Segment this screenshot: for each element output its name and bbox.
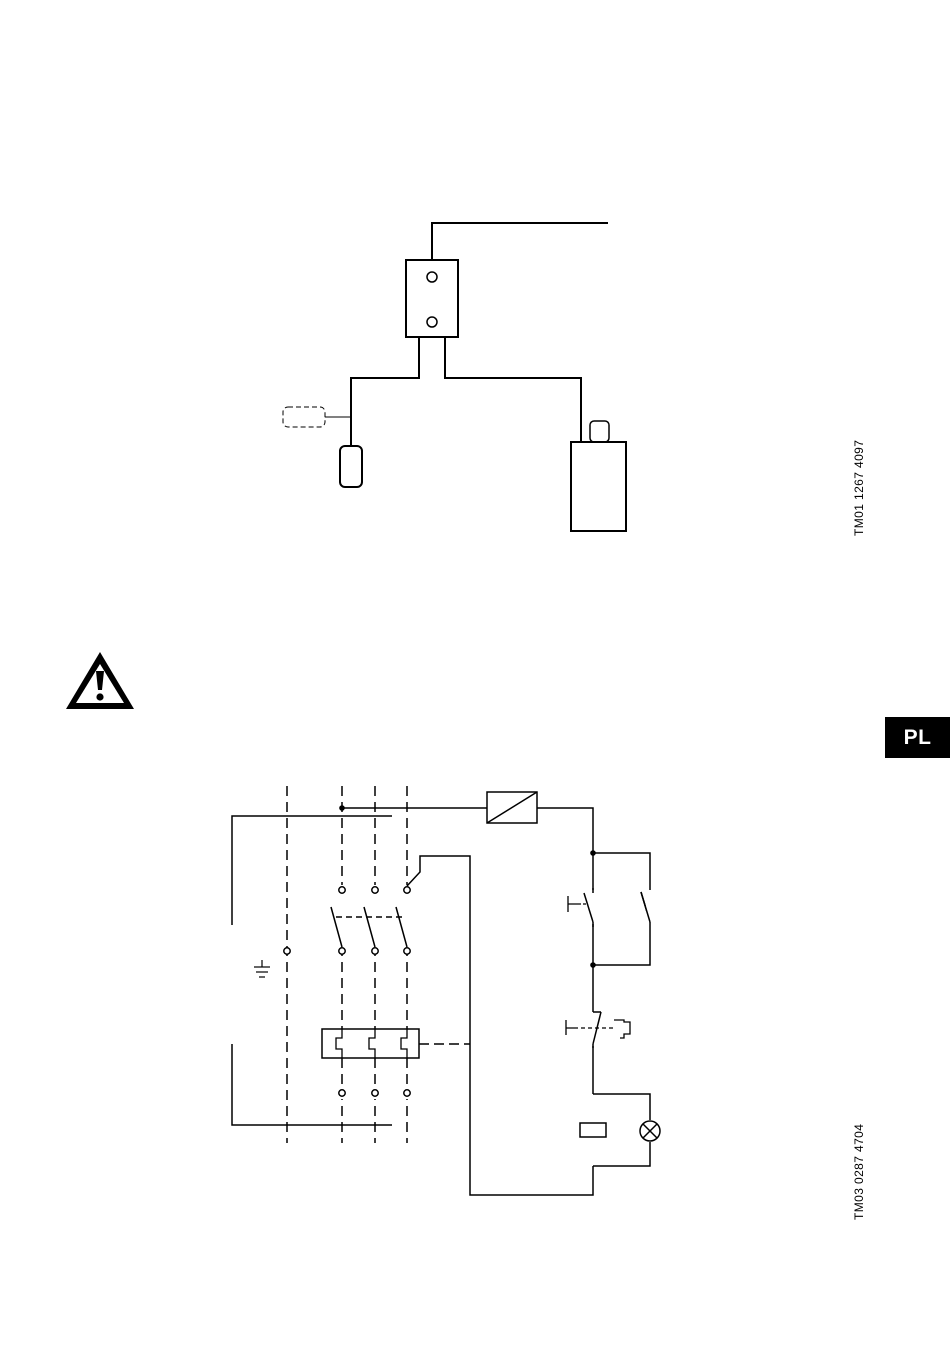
terminal-bottom [427,317,437,327]
cable-to-float-switch [351,337,419,446]
holding-contact-circuit [593,853,650,965]
pump-body [571,442,626,531]
terminal-top [427,272,437,282]
warning-triangle-icon [66,652,134,709]
junction-dot-bottom [590,962,596,968]
stop-button [566,1008,630,1048]
figure-motor-starter-schematic [232,786,660,1195]
supply-cable [432,223,608,260]
motor-terminals [338,1088,411,1099]
indicator-lamp-icon [640,1121,660,1141]
figure-2-reference-code: TM03 0287 4704 [852,1124,866,1220]
junction-dot-top [590,850,596,856]
contactor-main-contacts [284,885,411,954]
figure-1-reference-code: TM01 1267 4097 [852,440,866,536]
language-tab: PL [885,717,950,758]
earth-icon [254,960,270,977]
enclosure-bracket [232,816,392,1125]
float-switch-alternative-position [283,407,325,427]
junction-dot [339,805,345,811]
start-button [568,888,599,927]
pump-cable-gland [590,421,609,442]
figure-float-switch-wiring [283,223,626,531]
auxiliary-contact-wire [407,856,593,1195]
supply-lines [287,786,407,1143]
cable-to-pump [445,337,581,442]
contactor-coil [580,1123,606,1137]
float-switch [340,446,362,487]
